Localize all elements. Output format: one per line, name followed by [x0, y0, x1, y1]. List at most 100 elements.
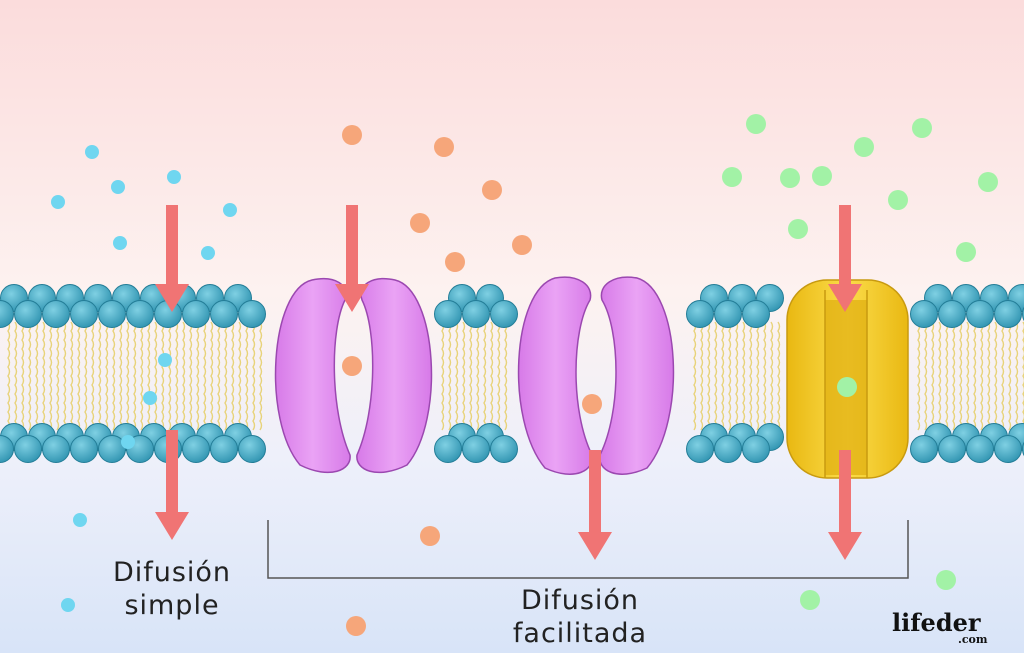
lipid-tail — [63, 321, 67, 431]
lipid-tail — [945, 321, 949, 431]
lipid-tail — [7, 321, 11, 431]
phospholipid-head — [210, 300, 238, 328]
lipid-tail — [175, 321, 179, 431]
lipid-tail — [189, 321, 193, 431]
lipid-tail — [231, 321, 235, 431]
phospholipid-head — [98, 300, 126, 328]
phospholipid-head — [70, 300, 98, 328]
blue-molecule — [113, 236, 127, 250]
phospholipid-head — [966, 300, 994, 328]
lipid-tail — [196, 321, 200, 431]
lipid-tail — [1015, 321, 1019, 431]
blue-molecule — [143, 391, 157, 405]
phospholipid-head — [238, 435, 266, 463]
lipid-tail — [224, 321, 228, 431]
lipid-tail — [21, 321, 25, 431]
molecules — [51, 114, 998, 636]
phospholipid-head — [70, 435, 98, 463]
lipid-tail — [987, 321, 991, 431]
phospholipid-head — [182, 300, 210, 328]
lipid-tail — [154, 321, 158, 431]
blue-molecule — [85, 145, 99, 159]
lipid-tail — [497, 321, 501, 431]
facilitated-diffusion-label: Difusión facilitada — [490, 584, 670, 650]
lipid-tail — [931, 321, 935, 431]
phospholipid-head — [434, 300, 462, 328]
label-line: Difusión — [520, 585, 640, 616]
lipid-tail — [238, 321, 242, 431]
diffusion-arrows — [155, 205, 862, 560]
blue-molecule — [158, 353, 172, 367]
lipid-tail — [84, 321, 88, 431]
lipid-tail — [14, 321, 18, 431]
lipid-tail — [210, 321, 214, 431]
phospholipid-head — [0, 435, 14, 463]
label-line: simple — [124, 590, 220, 621]
lipid-tail — [98, 321, 102, 431]
channel-protein-2 — [517, 276, 675, 475]
logo-text: lifeder — [892, 608, 981, 637]
green-molecule — [746, 114, 766, 134]
orange-molecule — [410, 213, 430, 233]
phospholipid-head — [994, 300, 1022, 328]
lipid-tail — [700, 321, 704, 431]
green-molecule — [722, 167, 742, 187]
lipid-tail — [119, 321, 123, 431]
green-molecule — [780, 168, 800, 188]
lifeder-logo: lifeder .com — [892, 608, 988, 646]
lipid-tail — [35, 321, 39, 431]
blue-molecule — [121, 435, 135, 449]
phospholipid-head — [462, 435, 490, 463]
green-molecule — [854, 137, 874, 157]
lipid-tail — [742, 321, 746, 431]
lipid-tail — [217, 321, 221, 431]
lipid-tail — [1001, 321, 1005, 431]
down-arrow-icon — [155, 205, 189, 312]
phospholipid-head — [182, 435, 210, 463]
lipid-tail — [693, 321, 697, 431]
phospholipid-head — [434, 435, 462, 463]
lipid-tail — [735, 321, 739, 431]
lipid-tail — [924, 321, 928, 431]
lipid-tail — [1008, 321, 1012, 431]
phospholipid-heads — [0, 284, 1024, 463]
lipid-tail — [994, 321, 998, 431]
phospholipid-head — [14, 300, 42, 328]
lipid-tail — [777, 321, 781, 431]
lipid-tail — [763, 321, 767, 431]
phospholipid-head — [0, 300, 14, 328]
lipid-tail — [749, 321, 753, 431]
orange-molecule — [582, 394, 602, 414]
phospholipid-head — [938, 435, 966, 463]
lipid-tail — [938, 321, 942, 431]
lipid-tail — [483, 321, 487, 431]
orange-molecule — [445, 252, 465, 272]
green-molecule — [912, 118, 932, 138]
lipid-tail — [105, 321, 109, 431]
down-arrow-icon — [828, 450, 862, 560]
down-arrow-icon — [578, 450, 612, 560]
phospholipid-head — [910, 300, 938, 328]
lipid-tail — [147, 321, 151, 431]
green-molecule — [837, 377, 857, 397]
lipid-tail — [56, 321, 60, 431]
orange-molecule — [342, 125, 362, 145]
lipid-tail — [259, 321, 263, 431]
lipid-tail — [455, 321, 459, 431]
lipid-tail — [140, 321, 144, 431]
lipid-tail — [168, 321, 172, 431]
facilitated-bracket — [267, 520, 909, 579]
lipid-tail — [441, 321, 445, 431]
lipid-tail — [959, 321, 963, 431]
lipid-tail — [1022, 321, 1024, 431]
lipid-tail — [448, 321, 452, 431]
phospholipid-head — [714, 435, 742, 463]
lipid-tail — [728, 321, 732, 431]
lipid-tail — [112, 321, 116, 431]
lipid-tail — [714, 321, 718, 431]
green-molecule — [978, 172, 998, 192]
lipid-tail — [770, 321, 774, 431]
lipid-tails — [7, 321, 1024, 431]
phospholipid-head — [910, 435, 938, 463]
